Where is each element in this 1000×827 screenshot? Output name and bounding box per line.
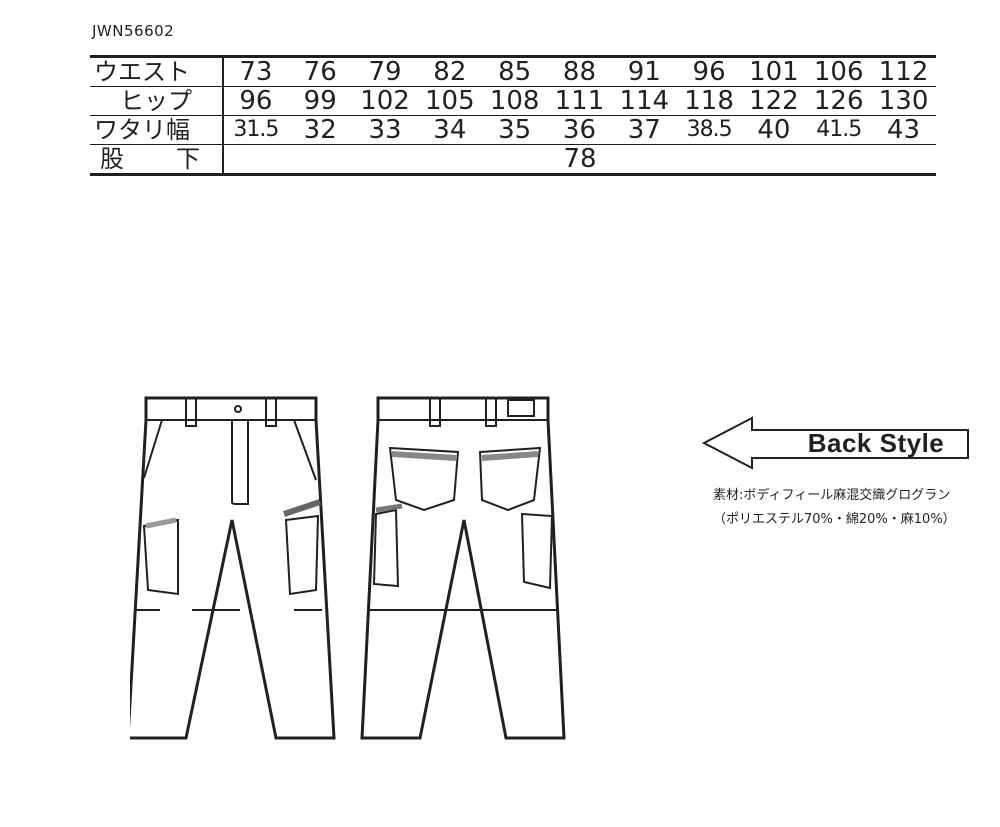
size-cell: 33 (352, 115, 418, 145)
size-cell: 73 (239, 57, 273, 87)
material-info: 素材:ボディフィール麻混交織グログラン （ポリエステル70%・綿20%・麻10%… (713, 484, 998, 532)
crotch-value: 78 (223, 144, 936, 175)
back-style-label: Back Style (807, 428, 945, 458)
size-cell: 85 (498, 57, 532, 87)
size-cell: 108 (482, 86, 548, 116)
size-cell: 41.5 (806, 115, 872, 145)
size-cell: 40 (741, 115, 807, 145)
back-pants-drawing (360, 396, 566, 740)
crotch-label-part2: 下 (176, 145, 200, 173)
row-label-thigh: ワタリ幅 (90, 115, 224, 145)
size-cell: 112 (878, 57, 929, 87)
size-cell: 76 (303, 57, 337, 87)
row-label-crotch: 股 下 (90, 144, 224, 175)
size-cell: 102 (352, 86, 418, 116)
size-cell: 43 (871, 115, 936, 145)
size-cell: 79 (368, 57, 402, 87)
front-pants-drawing (130, 396, 336, 740)
crotch-label-part1: 股 (100, 145, 124, 173)
material-line1: 素材:ボディフィール麻混交織グログラン (713, 488, 951, 503)
size-table: ウエスト 73 76 79 82 85 88 91 96 101 106 112… (90, 55, 936, 176)
size-cell: 36 (547, 115, 612, 145)
back-style-indicator: Back Style (700, 416, 972, 476)
size-cell: 111 (547, 86, 612, 116)
pants-drawing (130, 396, 566, 740)
size-cell: 126 (806, 86, 872, 116)
size-cell: 31.5 (223, 115, 288, 145)
size-cell: 91 (627, 57, 661, 87)
size-cell: 37 (611, 115, 677, 145)
size-cell: 32 (287, 115, 353, 145)
size-cell: 35 (482, 115, 548, 145)
size-cell: 130 (871, 86, 936, 116)
material-line2: （ポリエステル70%・綿20%・麻10%） (713, 512, 956, 527)
size-cell: 105 (417, 86, 483, 116)
size-cell: 106 (813, 57, 864, 87)
size-row-waist: ウエスト 73 76 79 82 85 88 91 96 101 106 112 (90, 56, 936, 87)
size-row-crotch: 股 下 78 (90, 144, 936, 175)
size-cell: 96 (223, 86, 288, 116)
size-cell: 82 (433, 57, 467, 87)
size-cell: 101 (749, 57, 799, 87)
size-cell: 118 (676, 86, 742, 116)
size-cell: 114 (611, 86, 677, 116)
size-row-hip: ヒップ 96 99 102 105 108 111 114 118 122 12… (90, 86, 936, 116)
size-cell: 96 (692, 57, 726, 87)
size-cell: 34 (417, 115, 483, 145)
row-label-waist: ウエスト (90, 56, 224, 87)
product-code: JWN56602 (92, 22, 175, 40)
size-row-thigh: ワタリ幅 31.5 32 33 34 35 36 37 38.5 40 41.5… (90, 115, 936, 145)
size-cell: 99 (287, 86, 353, 116)
back-arrow-icon (701, 416, 969, 470)
size-cell: 88 (562, 57, 597, 87)
row-label-hip: ヒップ (90, 86, 224, 116)
size-cell: 122 (741, 86, 807, 116)
size-cell: 38.5 (676, 115, 742, 145)
